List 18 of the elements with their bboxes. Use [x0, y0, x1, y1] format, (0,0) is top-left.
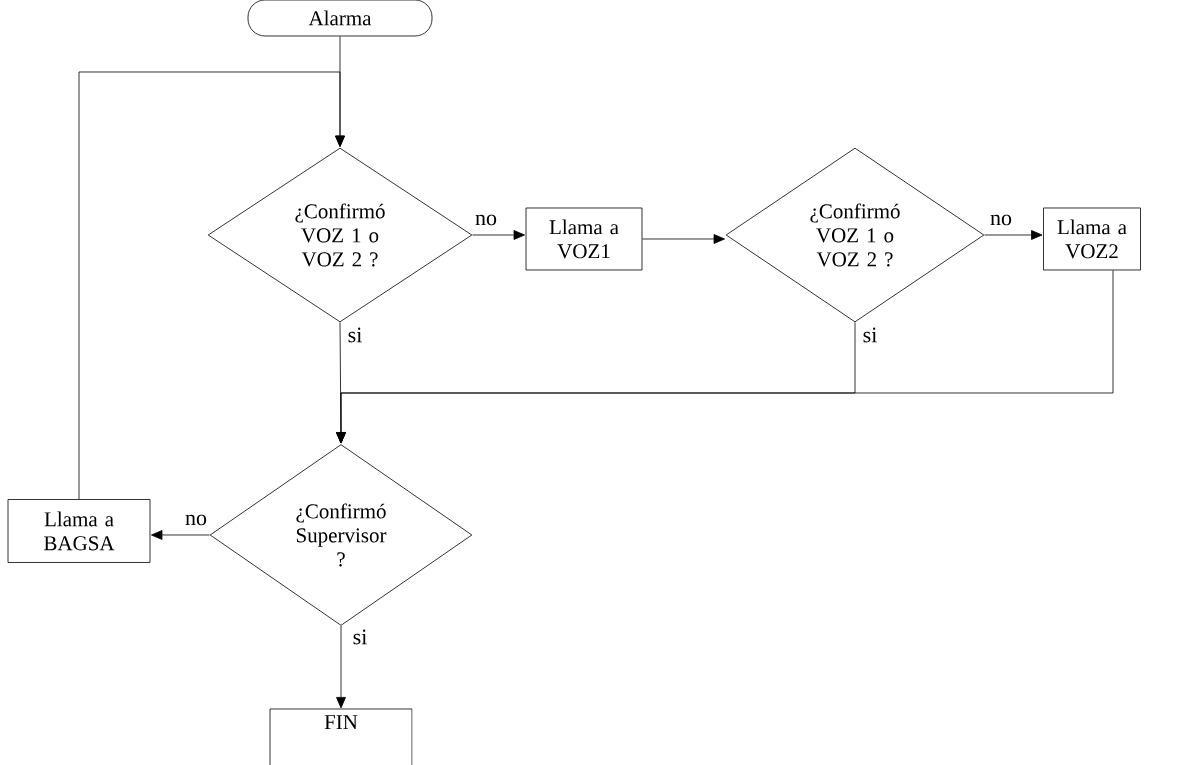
arrow [984, 230, 1043, 240]
arrow [336, 270, 1114, 444]
terminal-box: Alarma [247, 0, 433, 37]
arrow [336, 625, 346, 709]
edge-label: si [346, 326, 364, 344]
edge-label: si [861, 326, 879, 344]
edge-label: no [474, 213, 498, 227]
process-box: Llama a VOZ2 [1043, 207, 1141, 271]
edge-label: si [351, 628, 369, 646]
arrow [642, 234, 725, 244]
process-box: Llama a VOZ1 [525, 207, 643, 271]
edge-label: no [989, 213, 1013, 227]
arrow [78, 71, 345, 500]
arrow [472, 230, 525, 240]
edge-label: no [184, 513, 208, 527]
process-box: Llama a BAGSA [7, 499, 151, 563]
process-box: FIN [269, 708, 413, 765]
arrow [151, 530, 210, 540]
